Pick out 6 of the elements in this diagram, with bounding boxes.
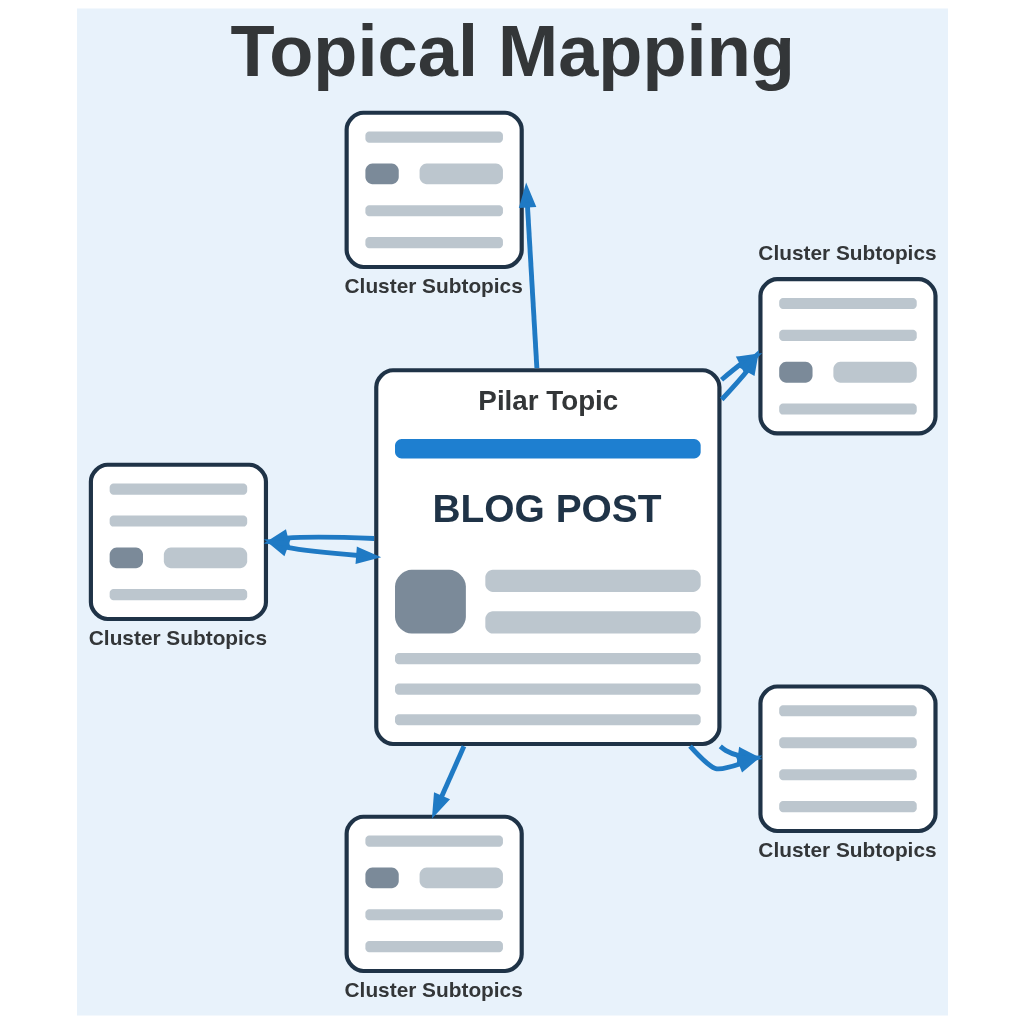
node-label: Cluster Subtopics [88, 625, 267, 649]
node-label: Cluster Subtopics [757, 837, 937, 861]
diagram-title: Topical Mapping [229, 11, 795, 92]
node-label: Cluster Subtopics [344, 273, 523, 297]
node-label: Cluster Subtopics [757, 241, 937, 265]
node-label: Cluster Subtopics [344, 977, 523, 1001]
